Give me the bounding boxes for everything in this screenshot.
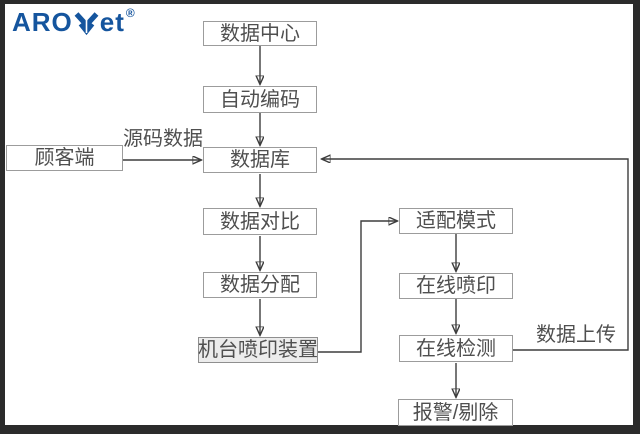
registered-mark: ® [125,6,136,20]
arojet-logo: ARO et ® [12,6,136,37]
node-data-center: 数据中心 [203,21,317,46]
node-alarm-reject: 报警/剔除 [398,399,513,426]
logo-text-left: ARO [12,6,73,37]
diagram-canvas [5,4,633,425]
node-machine-print-device: 机台喷印装置 [198,337,318,363]
node-adapt-mode: 适配模式 [399,208,513,234]
logo-text-right: et [99,6,125,37]
node-online-print: 在线喷印 [399,273,513,299]
node-data-distribution: 数据分配 [203,272,317,298]
edge-label-data-upload: 数据上传 [536,324,616,346]
edge-label-source-data: 源码数据 [123,128,203,150]
node-online-detect: 在线检测 [399,335,513,362]
node-customer: 顾客端 [6,145,123,171]
leaf-icon [74,11,99,35]
node-database: 数据库 [203,147,317,173]
node-data-compare: 数据对比 [203,208,317,235]
node-auto-encoding: 自动编码 [203,86,317,113]
